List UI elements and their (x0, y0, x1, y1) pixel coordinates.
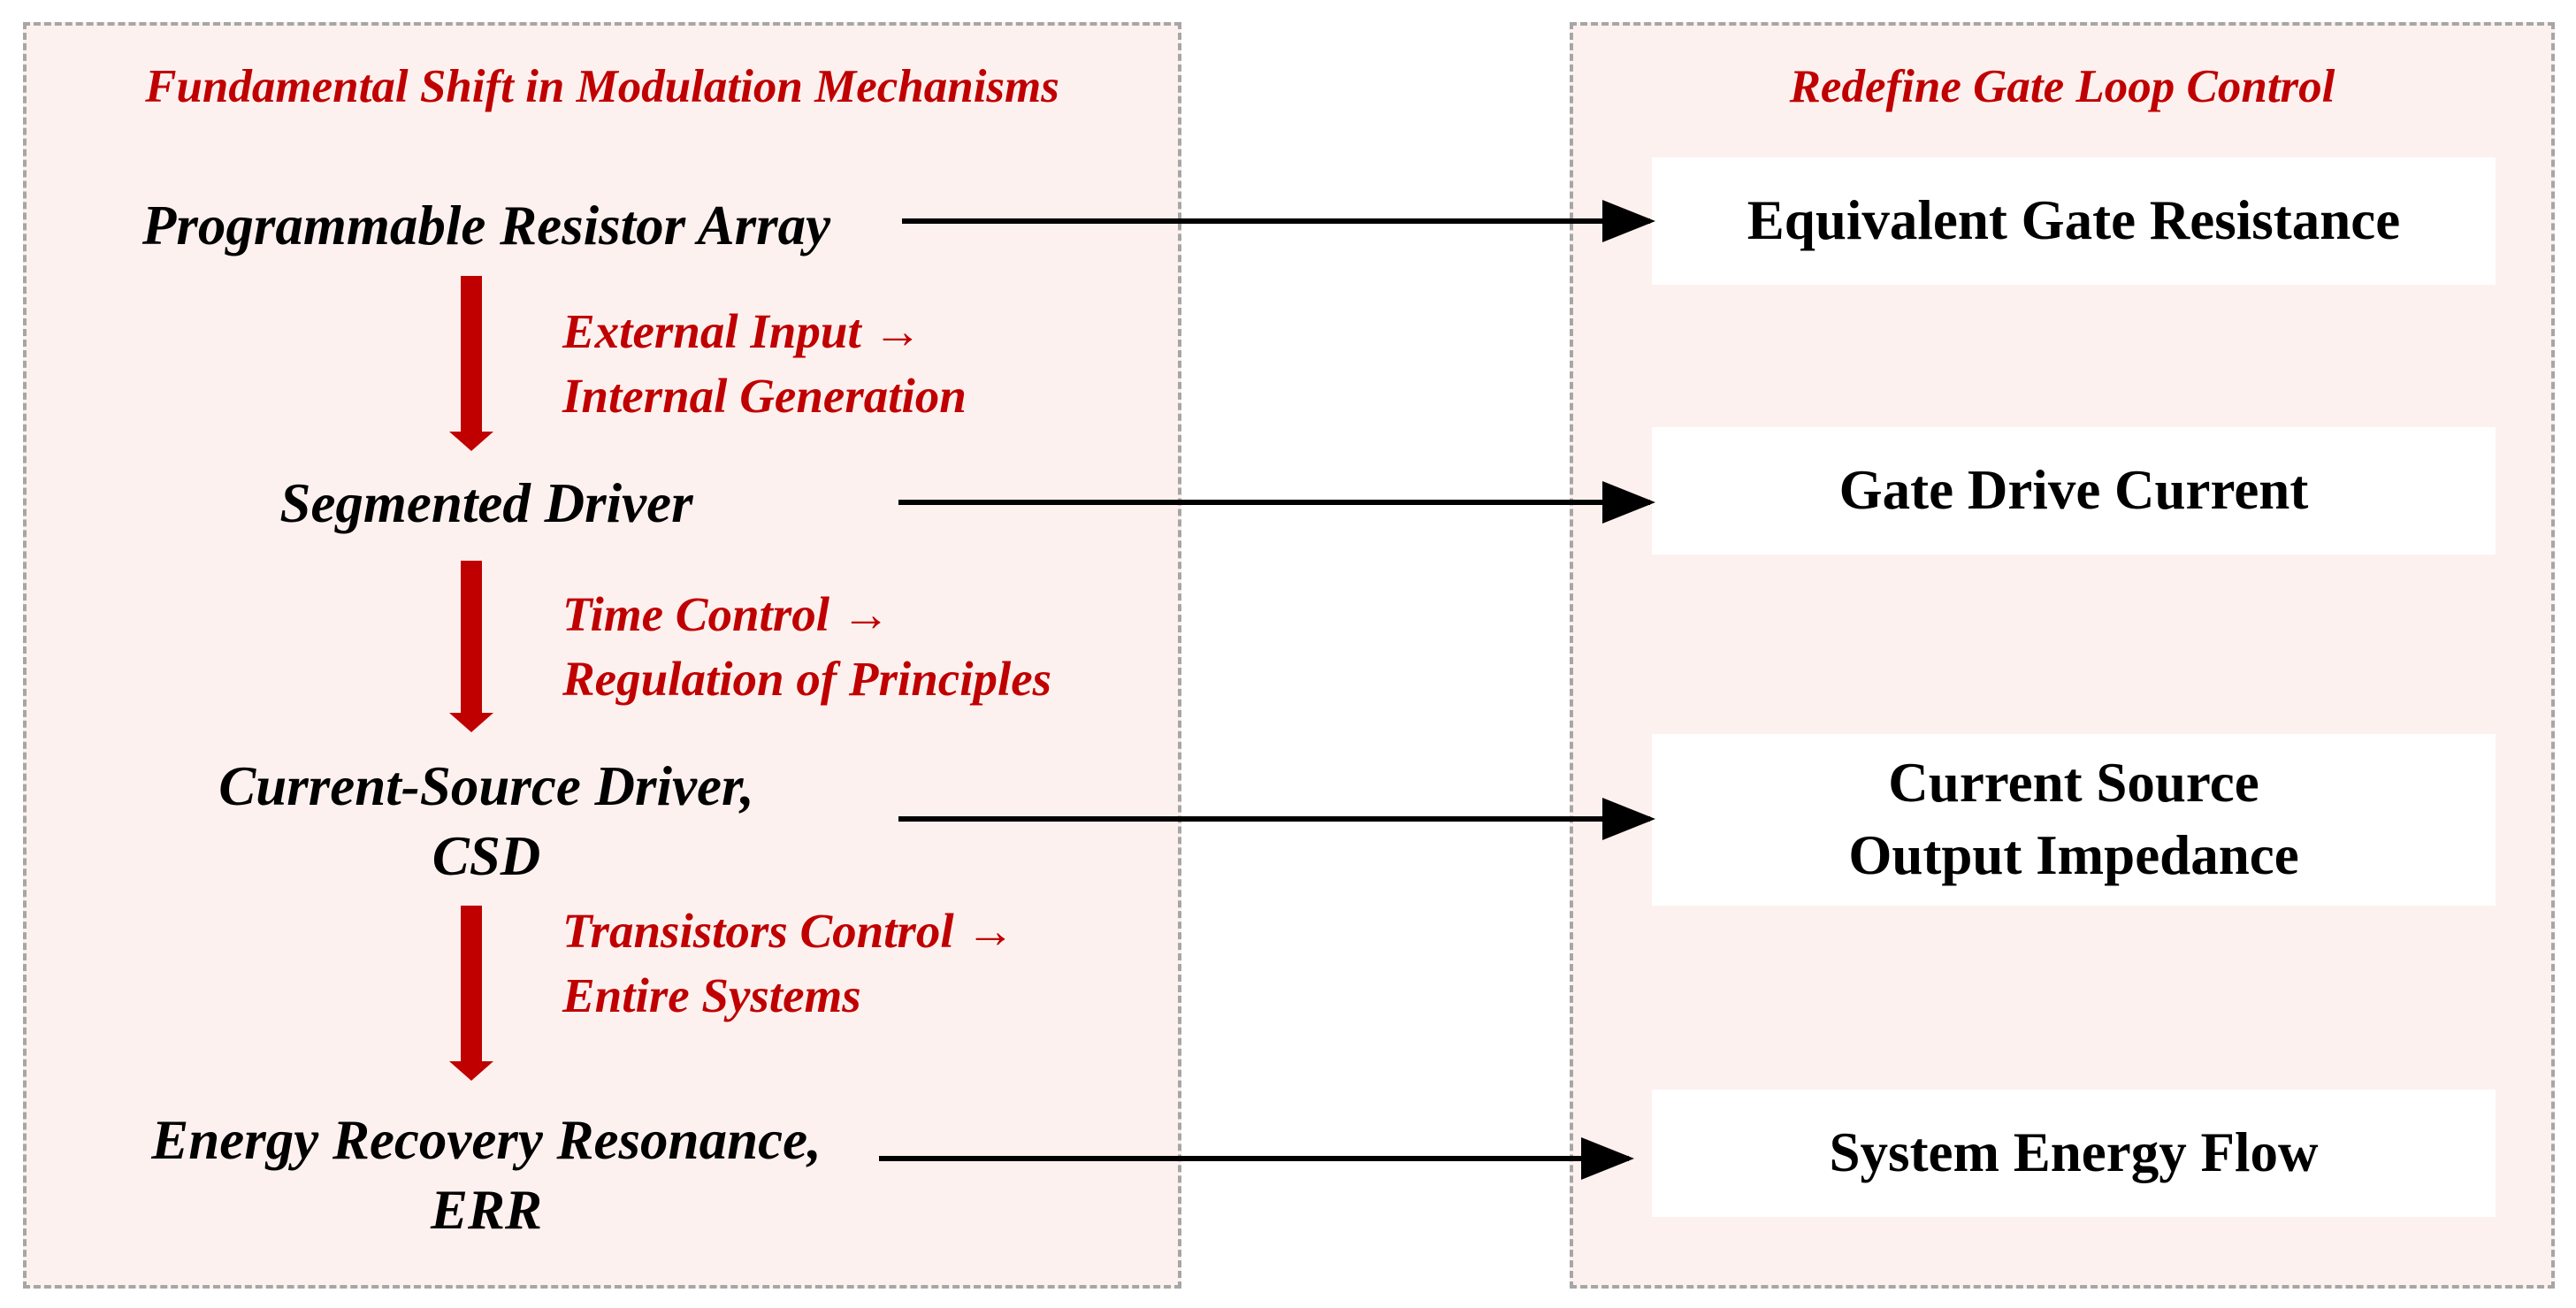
transition-from: Time Control → (562, 587, 891, 641)
transition-to: Entire Systems (562, 968, 861, 1023)
node-label: Programmable Resistor Array (141, 195, 831, 256)
right-panel-title: Redefine Gate Loop Control (1789, 61, 2335, 112)
left-panel-title: Fundamental Shift in Modulation Mechanis… (145, 61, 1059, 112)
transition-to: Internal Generation (562, 369, 967, 424)
box-label-line2: Output Impedance (1848, 824, 2299, 886)
box-label: System Energy Flow (1829, 1121, 2319, 1184)
box-system-energy-flow: System Energy Flow (1652, 1090, 2496, 1217)
transition-to: Regulation of Principles (562, 652, 1052, 707)
left-panel (23, 22, 1181, 1289)
transition-label-3: Transistors Control → Entire Systems (562, 899, 1014, 1028)
box-equivalent-gate-resistance: Equivalent Gate Resistance (1652, 157, 2496, 285)
node-abbreviation: CSD (432, 824, 541, 887)
node-current-source-driver: Current-Source Driver, CSD (106, 752, 867, 891)
box-current-source-output-impedance: Current Source Output Impedance (1652, 734, 2496, 906)
box-label: Equivalent Gate Resistance (1747, 189, 2401, 252)
node-abbreviation: ERR (430, 1178, 543, 1241)
down-arrow-1 (449, 276, 493, 451)
node-label: Current-Source Driver, (218, 755, 754, 817)
transition-label-1: External Input → Internal Generation (562, 299, 967, 428)
node-programmable-resistor-array: Programmable Resistor Array (106, 191, 867, 261)
node-label: Segmented Driver (279, 472, 693, 534)
box-label: Gate Drive Current (1838, 459, 2309, 522)
transition-from: External Input → (562, 304, 922, 358)
transition-label-2: Time Control → Regulation of Principles (562, 582, 1051, 711)
node-segmented-driver: Segmented Driver (106, 469, 867, 539)
node-energy-recovery-resonance: Energy Recovery Resonance, ERR (106, 1105, 867, 1245)
box-label-line1: Current Source (1888, 752, 2259, 815)
node-label: Energy Recovery Resonance, (151, 1109, 822, 1171)
down-arrow-2 (449, 561, 493, 732)
down-arrow-3 (449, 906, 493, 1081)
transition-from: Transistors Control → (562, 904, 1015, 958)
box-gate-drive-current: Gate Drive Current (1652, 427, 2496, 555)
